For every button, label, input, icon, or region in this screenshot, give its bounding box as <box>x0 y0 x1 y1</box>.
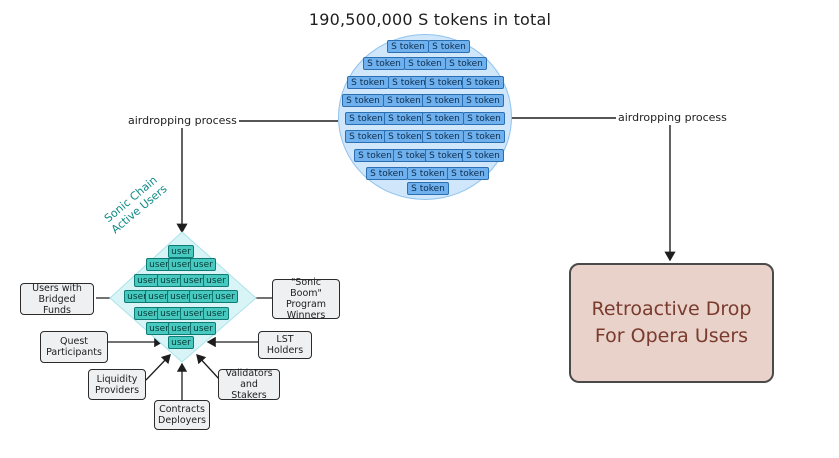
s-token-chip: S token <box>425 76 467 89</box>
liquidity-arrow <box>145 354 171 381</box>
left-edge-label: airdropping process <box>126 114 239 127</box>
s-token-chip: S token <box>407 182 449 195</box>
user-chip: user <box>212 290 238 303</box>
source-contracts: Contracts Deployers <box>154 400 210 430</box>
user-chip: user <box>134 307 160 320</box>
s-token-chip: S token <box>366 167 408 180</box>
source-lst: LST Holders <box>258 331 312 359</box>
user-chip: user <box>168 245 194 258</box>
retroactive-drop-box: Retroactive Drop For Opera Users <box>569 263 774 383</box>
user-chip: user <box>168 336 194 349</box>
s-token-chip: S token <box>463 112 505 125</box>
s-token-chip: S token <box>347 76 389 89</box>
s-token-chip: S token <box>425 149 467 162</box>
user-chip: user <box>203 274 229 287</box>
source-sonic-boom: "Sonic Boom" Program Winners <box>272 277 340 321</box>
s-token-chip: S token <box>354 149 396 162</box>
s-token-chip: S token <box>422 94 464 107</box>
s-token-chip: S token <box>404 57 446 70</box>
source-liquidity: Liquidity Providers <box>88 369 146 400</box>
s-token-chip: S token <box>345 112 387 125</box>
s-token-chip: S token <box>407 167 449 180</box>
user-chip: user <box>124 290 150 303</box>
s-token-chip: S token <box>345 130 387 143</box>
s-token-chip: S token <box>383 94 425 107</box>
source-bridged: Users with Bridged Funds <box>20 283 94 316</box>
user-chip: user <box>190 322 216 335</box>
s-token-chip: S token <box>388 76 430 89</box>
right-edge-label: airdropping process <box>616 111 729 124</box>
s-token-chip: S token <box>462 149 504 162</box>
s-token-chip: S token <box>462 94 504 107</box>
s-token-chip: S token <box>384 112 426 125</box>
source-quest: Quest Participants <box>40 331 108 363</box>
retroactive-drop-label: Retroactive Drop For Opera Users <box>591 298 752 347</box>
s-token-chip: S token <box>384 130 426 143</box>
validators-arrow <box>196 354 221 381</box>
s-token-chip: S token <box>342 94 384 107</box>
s-token-chip: S token <box>445 57 487 70</box>
s-token-chip: S token <box>462 76 504 89</box>
user-chip: user <box>203 307 229 320</box>
user-chip: user <box>134 274 160 287</box>
s-token-chip: S token <box>463 130 505 143</box>
s-token-chip: S token <box>387 40 429 53</box>
diagram-title: 190,500,000 S tokens in total <box>308 10 552 29</box>
s-token-chip: S token <box>363 57 405 70</box>
user-chip: user <box>190 258 216 271</box>
s-token-chip: S token <box>422 112 464 125</box>
s-token-chip: S token <box>428 40 470 53</box>
s-token-chip: S token <box>447 167 489 180</box>
s-token-chip: S token <box>393 149 435 162</box>
s-token-chip: S token <box>422 130 464 143</box>
source-validators: Validators and Stakers <box>218 368 280 401</box>
